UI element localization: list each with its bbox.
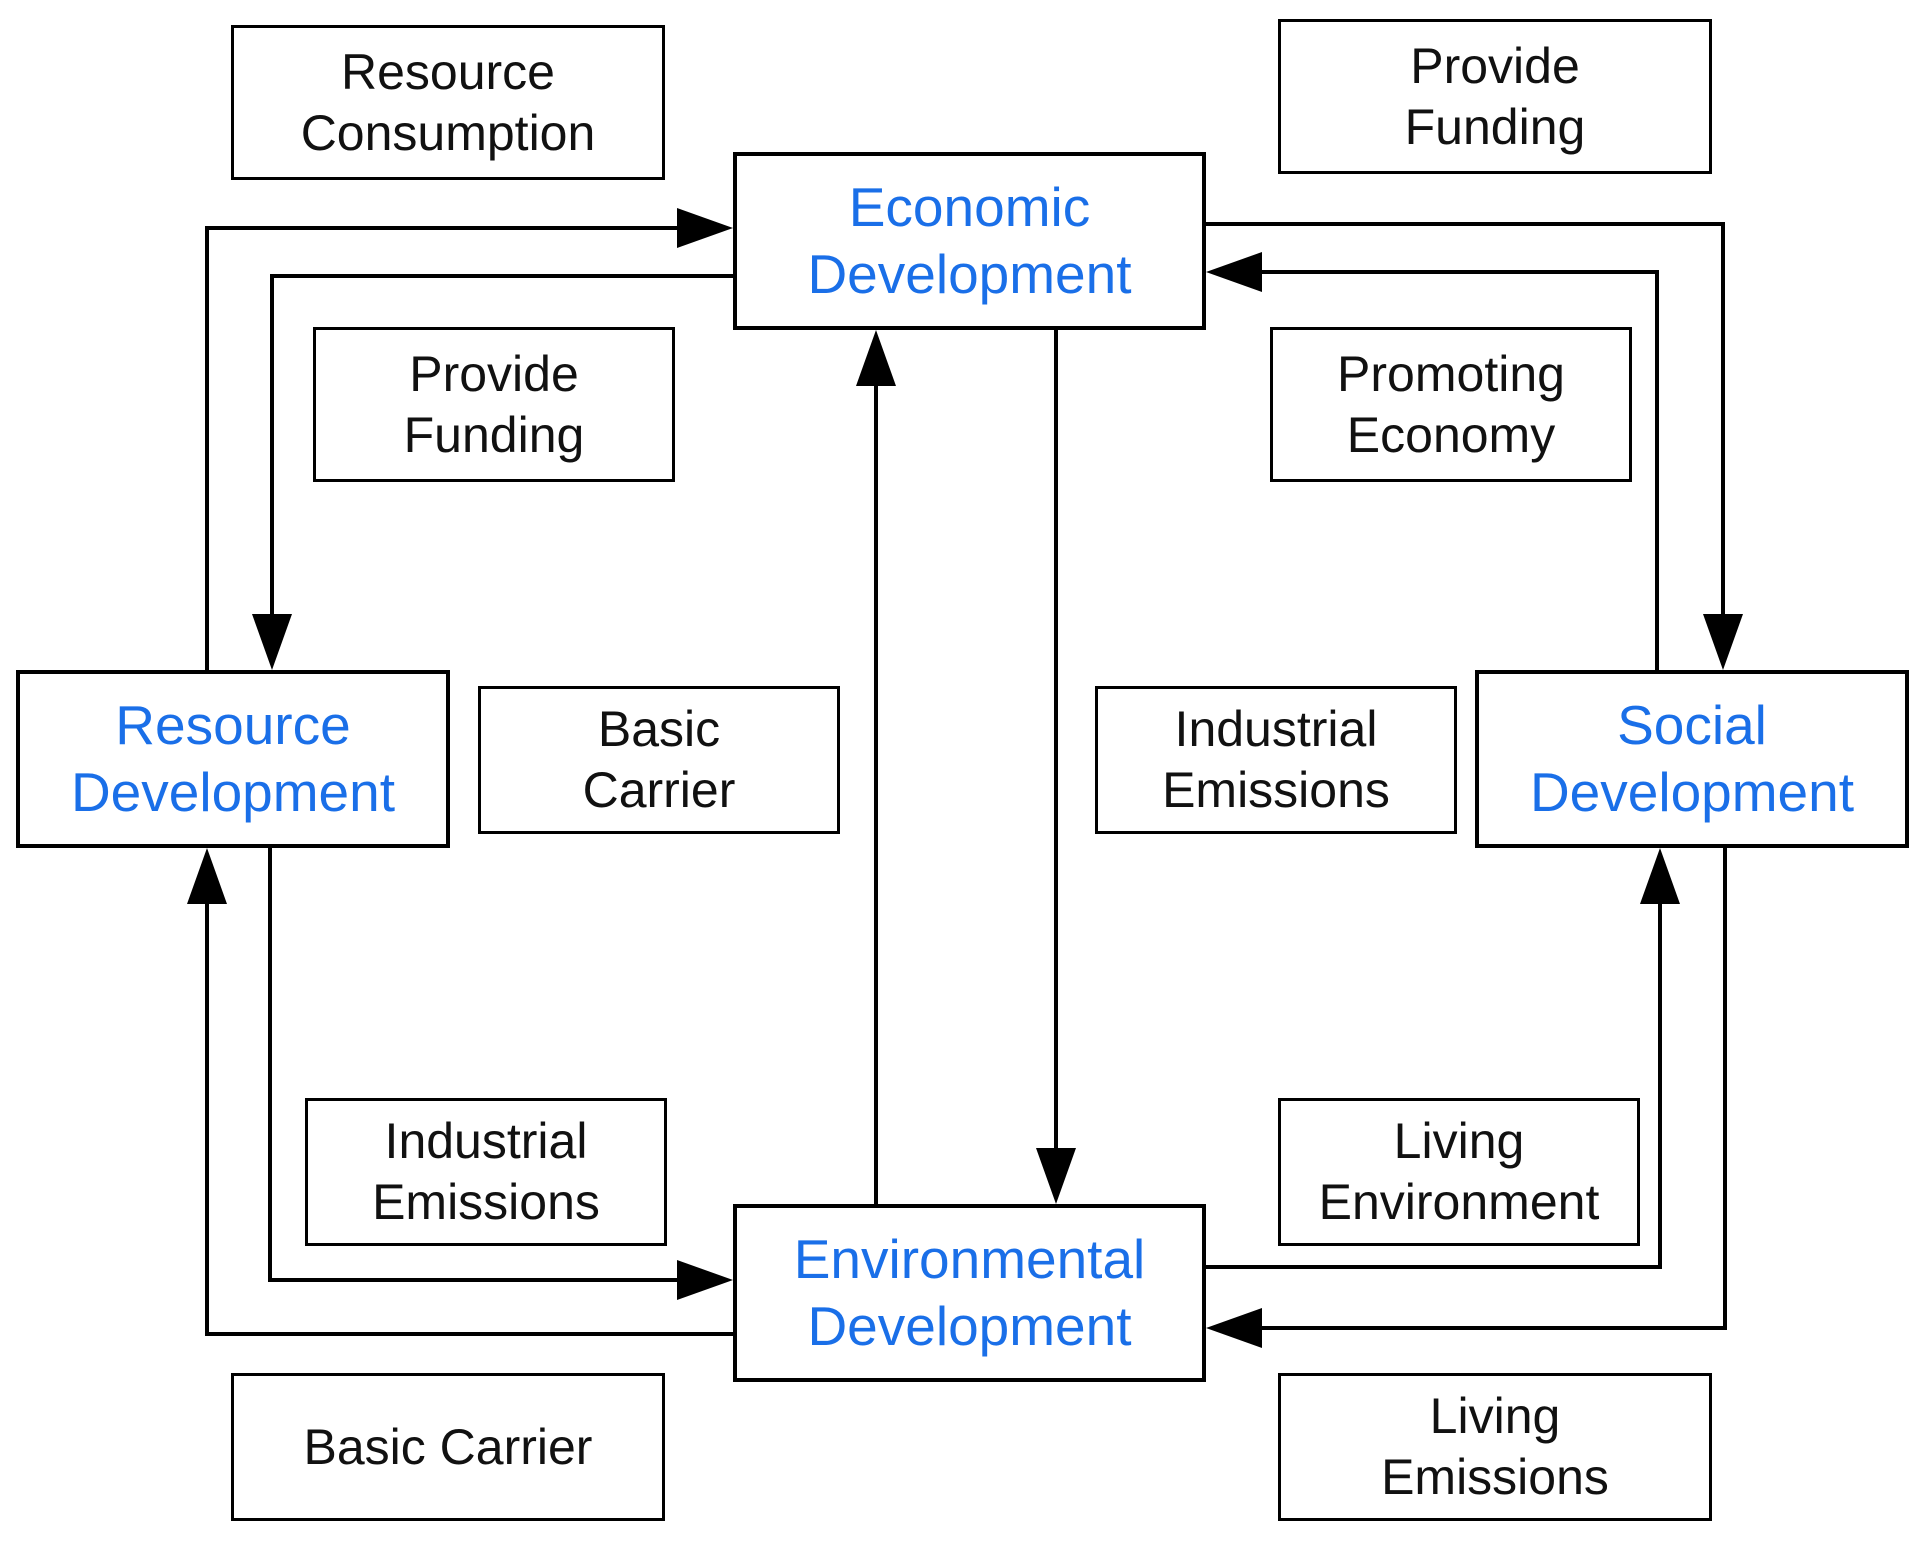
arrowhead: [1206, 252, 1262, 292]
arrow-economic-to-environmental: [1036, 330, 1076, 1204]
label-basic-carrier-mid: Basic Carrier: [478, 686, 840, 834]
arrowhead: [1206, 1308, 1262, 1348]
connector-line: [205, 904, 733, 1336]
label-line: Resource: [341, 43, 555, 100]
arrow-economic-to-social: [1206, 222, 1743, 670]
label-line: Consumption: [300, 104, 596, 161]
arrow-environmental-to-social: [1206, 848, 1680, 1269]
label-line: Environment: [1318, 1174, 1600, 1230]
label-line: Economy: [1346, 406, 1556, 463]
arrowhead: [677, 1260, 733, 1300]
label-promoting-economy: Promoting Economy: [1270, 327, 1632, 482]
arrowhead: [252, 614, 292, 670]
social-development-node: Social Development: [1475, 670, 1909, 848]
arrowhead: [677, 208, 733, 248]
arrow-social-to-environmental: [1206, 848, 1727, 1348]
label-industrial-emissions-bottom: Industrial Emissions: [305, 1098, 667, 1246]
label-line: Provide: [409, 345, 579, 402]
arrowhead: [1640, 848, 1680, 904]
label-line: Promoting: [1337, 345, 1565, 402]
node-line: Economic: [848, 175, 1091, 238]
node-line: Environmental: [793, 1227, 1146, 1290]
label-line: Living: [1429, 1388, 1561, 1444]
label-living-emissions: Living Emissions: [1278, 1373, 1712, 1521]
label-basic-carrier-bottom: Basic Carrier: [231, 1373, 665, 1521]
arrowhead: [856, 330, 896, 386]
label-line: Emissions: [1162, 762, 1390, 818]
connector-line: [205, 226, 677, 670]
connector-line: [1262, 270, 1659, 670]
label-line: Basic Carrier: [303, 1418, 593, 1475]
arrow-economic-to-resource: [252, 274, 733, 670]
resource-development-node: Resource Development: [16, 670, 450, 848]
arrowhead: [1036, 1148, 1076, 1204]
label-living-environment: Living Environment: [1278, 1098, 1640, 1246]
connector-line: [268, 848, 677, 1282]
label-line: Industrial: [1174, 701, 1378, 757]
node-line: Development: [1529, 761, 1855, 823]
arrowhead: [1703, 614, 1743, 670]
arrow-environmental-to-economic: [856, 330, 896, 1204]
label-line: Emissions: [1381, 1449, 1609, 1505]
label-line: Living: [1393, 1113, 1525, 1169]
label-provide-funding-left: Provide Funding: [313, 327, 675, 482]
label-line: Emissions: [372, 1174, 600, 1230]
economic-development-node: Economic Development: [733, 152, 1206, 330]
arrow-social-to-economic: [1206, 252, 1659, 670]
connector-line: [1262, 848, 1727, 1330]
connector-line: [1206, 904, 1662, 1269]
arrow-environmental-to-resource: [187, 848, 733, 1336]
node-line: Development: [807, 1295, 1132, 1357]
connector-line: [270, 274, 733, 614]
label-line: Industrial: [384, 1113, 588, 1169]
node-line: Development: [70, 761, 396, 823]
label-line: Basic: [597, 701, 721, 757]
label-line: Provide: [1410, 37, 1580, 94]
environmental-development-node: Environmental Development: [733, 1204, 1206, 1382]
label-line: Carrier: [582, 762, 736, 818]
arrowhead: [187, 848, 227, 904]
label-line: Funding: [403, 406, 585, 463]
node-line: Resource: [115, 693, 351, 756]
node-line: Development: [807, 243, 1132, 305]
arrow-resource-to-environmental: [268, 848, 733, 1300]
label-resource-consumption: Resource Consumption: [231, 25, 665, 180]
arrow-resource-to-economic: [205, 208, 733, 670]
label-provide-funding-top: Provide Funding: [1278, 19, 1712, 174]
node-line: Social: [1617, 693, 1767, 756]
label-line: Funding: [1404, 98, 1586, 155]
label-industrial-emissions-mid: Industrial Emissions: [1095, 686, 1457, 834]
connector-line: [1206, 222, 1725, 614]
